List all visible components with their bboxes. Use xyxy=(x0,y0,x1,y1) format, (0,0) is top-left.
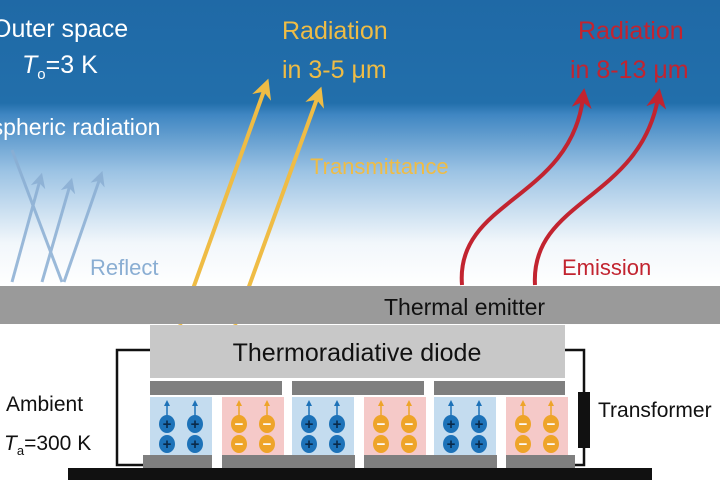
ambient-temp: Ta=300 K xyxy=(4,432,91,458)
minus-sign: − xyxy=(263,416,272,433)
up-arrow-icon xyxy=(236,400,242,406)
cell-array: + + + + − − − − + + + + − − − − + + + + − − − − xyxy=(143,381,575,468)
plus-sign: + xyxy=(333,416,342,433)
ambient-label: Ambient xyxy=(6,393,83,416)
outer-space-label: Outer space xyxy=(0,15,128,43)
outer-space-temp: To=3 K xyxy=(22,51,98,83)
plus-sign: + xyxy=(191,436,200,453)
up-arrow-icon xyxy=(476,400,482,406)
plus-sign: + xyxy=(305,416,314,433)
reflect-label: Reflect xyxy=(90,255,158,280)
hole-carrier xyxy=(301,435,317,453)
up-arrow-icon xyxy=(264,400,270,406)
minus-sign: − xyxy=(405,416,414,433)
bottom-contact xyxy=(222,455,355,468)
top-contact xyxy=(150,381,282,395)
hole-carrier xyxy=(329,435,345,453)
minus-sign: − xyxy=(519,416,528,433)
up-arrow-icon xyxy=(334,400,340,406)
plus-sign: + xyxy=(191,416,200,433)
minus-sign: − xyxy=(405,436,414,453)
radiation-8-13-range: in 8-13 μm xyxy=(570,56,689,84)
up-arrow-icon xyxy=(192,400,198,406)
thermoradiative-diode xyxy=(150,325,565,378)
minus-sign: − xyxy=(377,436,386,453)
minus-sign: − xyxy=(263,436,272,453)
electron-carrier xyxy=(231,415,247,433)
reflect-arrows xyxy=(10,149,105,283)
minus-sign: − xyxy=(377,416,386,433)
bottom-contact xyxy=(364,455,497,468)
minus-sign: − xyxy=(235,436,244,453)
plus-sign: + xyxy=(475,416,484,433)
hole-carrier xyxy=(471,435,487,453)
plus-sign: + xyxy=(163,436,172,453)
emission-arrows xyxy=(459,88,667,286)
radiation-3-5-label: Radiation xyxy=(282,17,388,45)
up-arrow-icon xyxy=(448,400,454,406)
up-arrow-icon xyxy=(378,400,384,406)
minus-sign: − xyxy=(235,416,244,433)
minus-sign: − xyxy=(547,436,556,453)
top-contact xyxy=(292,381,424,395)
electron-carrier xyxy=(259,435,275,453)
electron-carrier xyxy=(231,435,247,453)
diode-label: Thermoradiative diode xyxy=(233,339,482,367)
plus-sign: + xyxy=(305,436,314,453)
electron-carrier xyxy=(401,415,417,433)
transformer-label: Transformer xyxy=(598,399,712,422)
electron-carrier xyxy=(401,435,417,453)
plus-sign: + xyxy=(333,436,342,453)
plus-sign: + xyxy=(163,416,172,433)
thermal-emitter-label: Thermal emitter xyxy=(384,294,545,320)
hole-carrier xyxy=(301,415,317,433)
electron-carrier xyxy=(373,415,389,433)
up-arrow-icon xyxy=(548,400,554,406)
sky-background xyxy=(0,0,720,286)
up-arrow-icon xyxy=(520,400,526,406)
electron-carrier xyxy=(543,435,559,453)
up-arrow-icon xyxy=(164,400,170,406)
hole-carrier xyxy=(159,435,175,453)
hole-carrier xyxy=(159,415,175,433)
top-contact xyxy=(434,381,565,395)
electron-carrier xyxy=(543,415,559,433)
electron-carrier xyxy=(373,435,389,453)
hole-carrier xyxy=(471,415,487,433)
transmittance-label: Transmittance xyxy=(310,154,449,179)
transformer-load xyxy=(578,392,590,448)
minus-sign: − xyxy=(519,436,528,453)
substrate xyxy=(68,468,652,480)
hole-carrier xyxy=(443,415,459,433)
plus-sign: + xyxy=(475,436,484,453)
thermal-emitter xyxy=(0,286,720,324)
hole-carrier xyxy=(329,415,345,433)
hole-carrier xyxy=(187,415,203,433)
electron-carrier xyxy=(259,415,275,433)
up-arrow-icon xyxy=(406,400,412,406)
bottom-contact xyxy=(143,455,212,468)
bottom-contact xyxy=(506,455,575,468)
atmospheric-radiation-label: Atmospheric radiation xyxy=(0,114,160,140)
electron-carrier xyxy=(515,415,531,433)
electron-carrier xyxy=(515,435,531,453)
hole-carrier xyxy=(187,435,203,453)
plus-sign: + xyxy=(447,416,456,433)
up-arrow-icon xyxy=(306,400,312,406)
plus-sign: + xyxy=(447,436,456,453)
radiation-3-5-range: in 3-5 μm xyxy=(282,56,387,84)
radiation-8-13-label: Radiation xyxy=(578,17,684,45)
emission-label: Emission xyxy=(562,255,651,280)
hole-carrier xyxy=(443,435,459,453)
minus-sign: − xyxy=(547,416,556,433)
